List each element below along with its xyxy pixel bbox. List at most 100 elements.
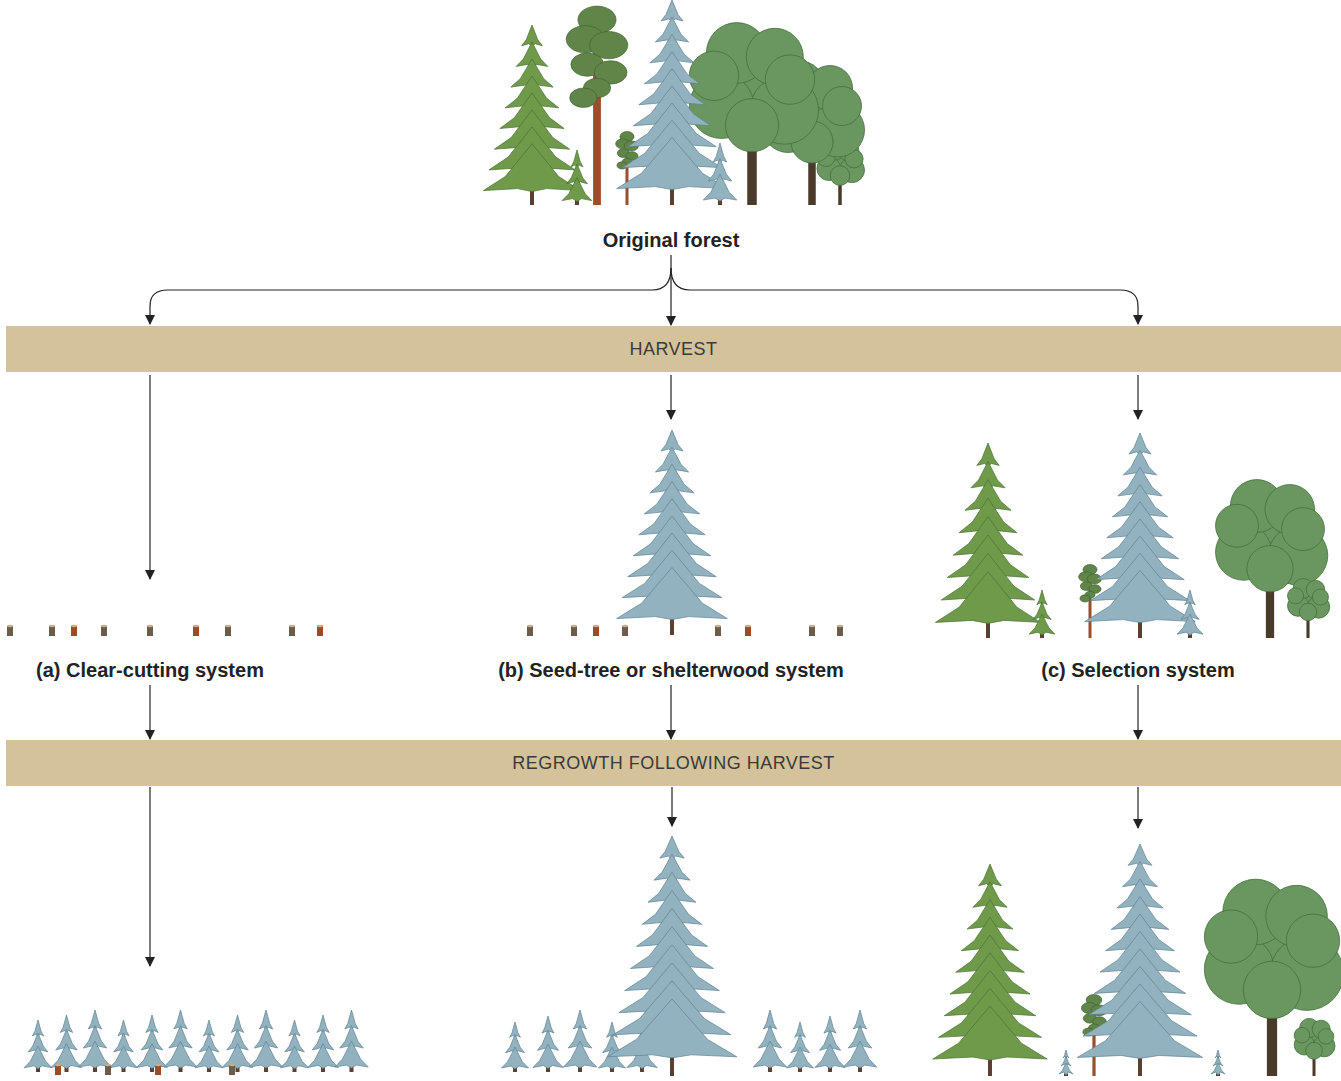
spruce-tree bbox=[815, 1016, 845, 1072]
stump bbox=[809, 625, 815, 636]
stump-top bbox=[101, 625, 107, 627]
spruce-tier bbox=[502, 1047, 529, 1069]
spruce-tier bbox=[1211, 1063, 1225, 1075]
method-label: (b) Seed-tree or shelterwood system bbox=[471, 420, 871, 682]
spruce-tree bbox=[562, 150, 592, 205]
caption-text: (b) Seed-tree or shelterwood system bbox=[498, 659, 844, 682]
stump bbox=[55, 1064, 61, 1075]
stump-body bbox=[571, 626, 577, 636]
spruce-tier bbox=[562, 178, 592, 202]
crown bbox=[1216, 504, 1259, 547]
section-label: Original forest bbox=[521, 8, 821, 252]
flow-arrow bbox=[1137, 685, 1138, 739]
needle-clump bbox=[1080, 595, 1090, 602]
regrowth-arrow bbox=[671, 787, 672, 826]
method-label: (a) Clear-cutting system bbox=[10, 580, 290, 682]
crown bbox=[1299, 603, 1316, 620]
crown bbox=[1247, 546, 1293, 592]
stump bbox=[101, 625, 107, 636]
spruce-tier bbox=[1059, 1063, 1073, 1075]
spruce-tier bbox=[51, 1044, 82, 1069]
stump-body bbox=[837, 626, 843, 636]
stump-top bbox=[147, 625, 153, 627]
needle-clump bbox=[570, 88, 597, 108]
flow-arrow bbox=[670, 255, 671, 325]
stump-body bbox=[622, 626, 628, 636]
spruce-tier bbox=[617, 567, 728, 619]
spruce-tree bbox=[308, 1015, 339, 1072]
spruce-tree bbox=[533, 1016, 563, 1072]
flow-arrow bbox=[149, 685, 150, 739]
spruce-tier bbox=[935, 572, 1040, 624]
spruce-tree bbox=[753, 1010, 786, 1072]
stump-body bbox=[155, 1065, 161, 1075]
spruce-tree bbox=[1211, 1050, 1225, 1076]
spruce-tree bbox=[703, 143, 736, 205]
spruce-tree bbox=[164, 1010, 197, 1072]
caption-text: (c) Selection system bbox=[1041, 659, 1234, 682]
stump-body bbox=[105, 1065, 111, 1075]
spruce-tier bbox=[703, 174, 736, 201]
stump-body bbox=[229, 1065, 235, 1075]
crown bbox=[1312, 589, 1328, 605]
spruce-tier bbox=[335, 1041, 368, 1068]
stump-top bbox=[809, 625, 815, 627]
spruce-tier bbox=[308, 1044, 339, 1069]
stump bbox=[571, 625, 577, 636]
layout-arrows bbox=[150, 268, 1138, 966]
stump bbox=[745, 625, 751, 636]
crown bbox=[725, 99, 778, 152]
stump-top bbox=[49, 625, 55, 627]
spruce-tree bbox=[607, 836, 737, 1076]
stump bbox=[147, 625, 153, 636]
crown bbox=[1204, 910, 1257, 963]
stump-top bbox=[745, 625, 751, 627]
stump-body bbox=[225, 626, 231, 636]
crown bbox=[1286, 914, 1339, 967]
crown bbox=[1294, 1027, 1310, 1043]
flow-arrow bbox=[670, 375, 671, 419]
stump-top bbox=[193, 625, 199, 627]
stump-body bbox=[745, 626, 751, 636]
spruce-tree bbox=[24, 1020, 52, 1072]
stump bbox=[7, 625, 13, 636]
spruce-tree bbox=[109, 1020, 137, 1072]
stump-body bbox=[527, 626, 533, 636]
stump-body bbox=[147, 626, 153, 636]
spruce-tier bbox=[617, 137, 728, 189]
crown bbox=[1306, 1042, 1323, 1059]
stump bbox=[71, 625, 77, 636]
stump-body bbox=[715, 626, 721, 636]
stump-top bbox=[229, 1064, 235, 1066]
crown bbox=[1282, 508, 1325, 551]
stump-body bbox=[193, 626, 199, 636]
stump bbox=[593, 625, 599, 636]
deciduous-tree bbox=[1204, 879, 1341, 1076]
stump-top bbox=[105, 1064, 111, 1066]
spruce-tier bbox=[1077, 1002, 1202, 1059]
stump bbox=[317, 625, 323, 636]
spruce-tier bbox=[24, 1046, 52, 1069]
spruce-tier bbox=[164, 1041, 197, 1068]
spruce-tier bbox=[843, 1041, 876, 1068]
stump bbox=[49, 625, 55, 636]
stump-top bbox=[289, 625, 295, 627]
stump bbox=[193, 625, 199, 636]
band-text: HARVEST bbox=[629, 339, 717, 360]
stump-top bbox=[527, 625, 533, 627]
method-label: (c) Selection system bbox=[1008, 420, 1268, 682]
stump bbox=[105, 1064, 111, 1075]
spruce-tier bbox=[753, 1041, 786, 1068]
stump-top bbox=[593, 625, 599, 627]
spruce-tier bbox=[933, 1006, 1047, 1060]
stump-top bbox=[715, 625, 721, 627]
trees bbox=[7, 0, 1341, 1076]
spruce-tier bbox=[607, 999, 737, 1058]
stage-band: REGROWTH FOLLOWING HARVEST bbox=[6, 740, 1341, 786]
deciduous-tree bbox=[1294, 1018, 1335, 1076]
spruce-tree bbox=[1177, 590, 1203, 638]
stump-top bbox=[155, 1064, 161, 1066]
deciduous-tree bbox=[1288, 578, 1330, 638]
stump-body bbox=[7, 626, 13, 636]
